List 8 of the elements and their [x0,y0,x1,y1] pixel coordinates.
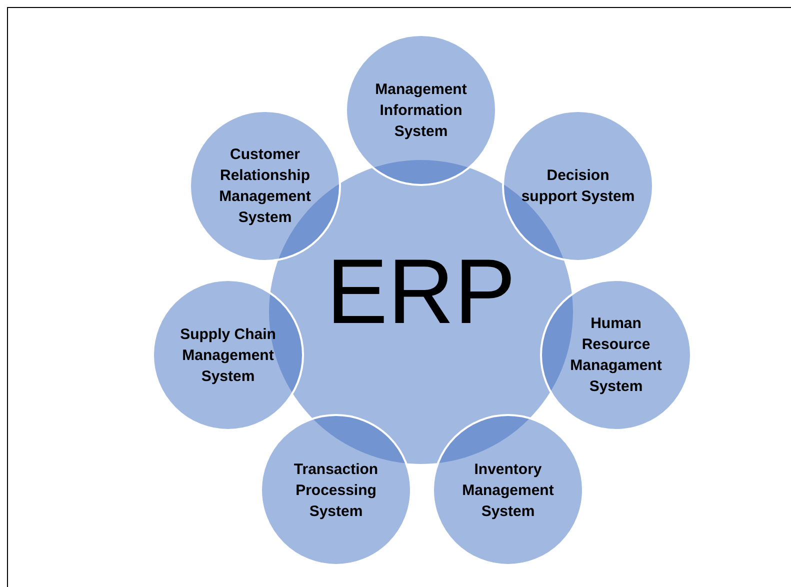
node-label: Customer Relationship Management System [218,145,312,228]
node-label: Supply Chain Management System [179,324,277,386]
node-label: Transaction Processing System [292,460,380,522]
hub-title: ERP [326,242,516,342]
node-label: Inventory Management System [461,460,555,522]
node-label: Management Information System [374,80,468,142]
node-label: Human Resource Managament System [569,314,663,397]
node-label: Decision support System [520,166,636,207]
